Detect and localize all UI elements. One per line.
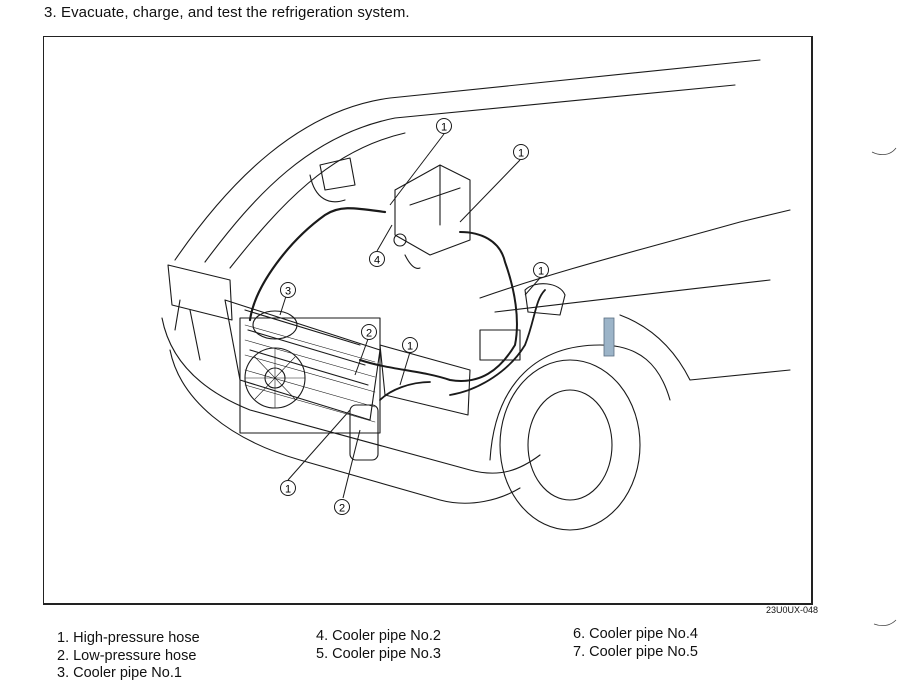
svg-text:1: 1 — [538, 266, 544, 278]
svg-text:3: 3 — [285, 286, 291, 298]
step-heading: 3. Evacuate, charge, and test the refrig… — [44, 4, 410, 21]
callout-4: 4 — [369, 251, 385, 267]
callout-1-right: 1 — [513, 144, 529, 160]
low-pressure-hose — [359, 231, 518, 382]
callout-1-top: 1 — [436, 118, 452, 134]
high-pressure-hose — [248, 207, 387, 322]
reservoir — [524, 283, 566, 316]
legend-column-3: 6. Cooler pipe No.4 7. Cooler pipe No.5 — [573, 626, 698, 661]
legend-item: 2. Low-pressure hose — [57, 647, 197, 664]
svg-text:1: 1 — [407, 341, 413, 353]
legend-item: 7. Cooler pipe No.5 — [573, 643, 698, 660]
svg-text:1: 1 — [285, 484, 291, 496]
legend-item: 6. Cooler pipe No.4 — [573, 626, 698, 642]
callout-1-reservoir: 1 — [533, 262, 549, 278]
svg-text:4: 4 — [374, 255, 380, 267]
compressor — [252, 310, 298, 340]
edge-mark — [873, 619, 897, 627]
legend-column-2: 4. Cooler pipe No.2 5. Cooler pipe No.3 — [316, 628, 441, 663]
condenser — [239, 317, 381, 434]
legend-item: 1. High-pressure hose — [57, 630, 200, 646]
callouts: 1 1 1 1 2 2 3 4 — [280, 118, 549, 515]
highlight-marker — [603, 317, 615, 357]
fender-line — [479, 209, 791, 299]
callout-2-center: 2 — [361, 324, 377, 340]
callout-2-bottom: 2 — [334, 499, 350, 515]
callout-3: 3 — [280, 282, 296, 298]
callout-1-center: 1 — [402, 337, 418, 353]
edge-mark — [871, 147, 897, 156]
svg-text:1: 1 — [441, 122, 447, 134]
legend-item: 4. Cooler pipe No.2 — [316, 628, 441, 644]
front-wheel — [499, 359, 641, 531]
legend-item: 5. Cooler pipe No.3 — [316, 645, 441, 662]
hood-outline — [174, 59, 761, 261]
svg-text:1: 1 — [518, 148, 524, 160]
figure-id: 23U0UX-048 — [765, 605, 818, 615]
receiver-drier — [349, 404, 379, 461]
legend-item: 3. Cooler pipe No.1 — [57, 665, 182, 681]
legend-column-1: 1. High-pressure hose 2. Low-pressure ho… — [57, 630, 200, 683]
svg-text:2: 2 — [366, 328, 372, 340]
svg-text:2: 2 — [339, 503, 345, 515]
bumper-outline — [161, 317, 541, 474]
figure-frame — [43, 36, 813, 605]
callout-1-bottom: 1 — [280, 480, 296, 496]
